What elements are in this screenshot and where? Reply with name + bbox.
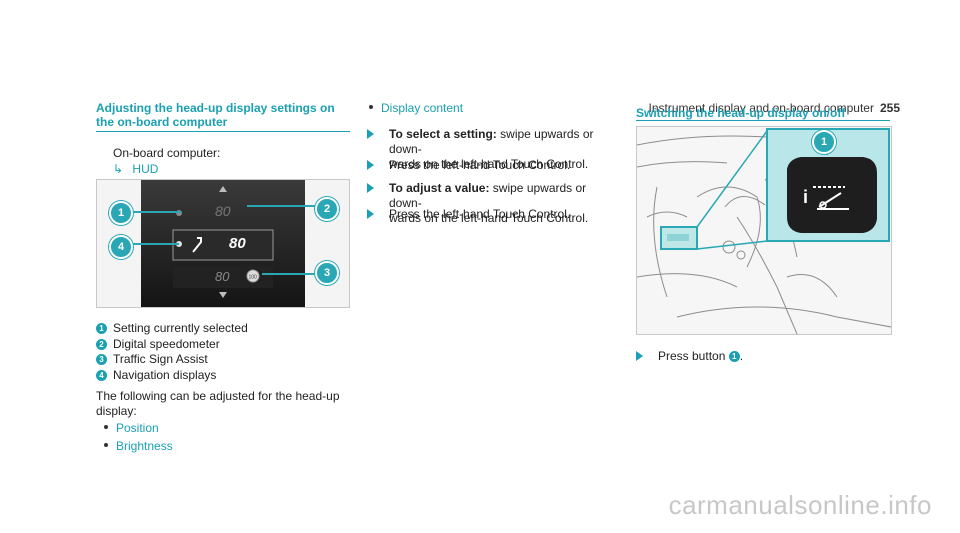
- figure-callout-4: 4: [109, 235, 133, 259]
- callout-4-line: [125, 243, 179, 245]
- legend-num: 2: [96, 339, 107, 350]
- figure-callout-1: 1: [109, 201, 133, 225]
- svg-text:80: 80: [229, 235, 246, 252]
- legend-num: 3: [96, 354, 107, 365]
- option-link-brightness[interactable]: Brightness: [116, 439, 173, 453]
- cockpit-illustration: i: [636, 128, 892, 335]
- legend-num: 1: [96, 323, 107, 334]
- left-section-title: Adjusting the head-up display settings o…: [96, 101, 335, 129]
- page-header: Instrument display and on-board computer…: [649, 101, 901, 115]
- right-title-rule: [636, 120, 890, 121]
- hud-settings-figure: 80 80 80 100 1 2 3 4: [96, 179, 350, 308]
- page-number: 255: [879, 101, 900, 115]
- svg-text:80: 80: [215, 269, 230, 284]
- hud-switch-figure: i 1: [636, 126, 892, 335]
- step-arrow-icon: [636, 351, 643, 361]
- following-text: The following can be adjusted for the he…: [96, 389, 340, 418]
- figure-callout-1: 1: [812, 130, 836, 154]
- step-arrow-icon: [367, 129, 374, 139]
- svg-text:100: 100: [249, 275, 258, 281]
- left-title-rule: [96, 131, 350, 132]
- bullet-icon: [369, 105, 373, 109]
- legend-num: 4: [96, 370, 107, 381]
- step-arrow-icon: [367, 183, 374, 193]
- step-arrow-icon: [367, 209, 374, 219]
- step-arrow-icon: [367, 160, 374, 170]
- menu-path[interactable]: ↳ HUD: [113, 162, 158, 177]
- menu-path-arrow-icon: ↳: [113, 162, 124, 176]
- option-link-position[interactable]: Position: [116, 421, 159, 435]
- svg-text:i: i: [803, 187, 808, 207]
- instruction-step: To adjust a value: swipe upwards or down…: [367, 181, 617, 226]
- right-section-title: Switching the head-up display on/off: [636, 106, 846, 120]
- button-ref-num: 1: [728, 351, 740, 362]
- watermark-text: carmanualsonline.info: [668, 490, 932, 520]
- bullet-icon: [104, 443, 108, 447]
- hud-settings-illustration: 80 80 80 100: [141, 180, 305, 307]
- option-link-display-content[interactable]: Display content: [381, 101, 464, 115]
- callout-3-line: [262, 273, 324, 275]
- instruction-step: Press button 1.: [636, 349, 886, 364]
- callout-2-line: [247, 205, 329, 207]
- svg-text:80: 80: [215, 203, 231, 219]
- instruction-step: Press the left-hand Touch Control.: [367, 158, 617, 173]
- menu-path-hud-link[interactable]: HUD: [132, 162, 159, 176]
- option-item[interactable]: Brightness: [104, 439, 173, 454]
- callout-1-line: [125, 211, 181, 213]
- section-name: Instrument display and on-board computer: [648, 101, 874, 115]
- figure-callout-2: 2: [315, 197, 339, 221]
- instruction-step: Press the left-hand Touch Control.: [367, 207, 617, 222]
- bullet-icon: [104, 425, 108, 429]
- instruction-step: To select a setting: swipe upwards or do…: [367, 127, 617, 172]
- menu-intro: On-board computer:: [113, 146, 221, 160]
- option-item[interactable]: Position: [104, 421, 159, 436]
- option-item[interactable]: Display content: [369, 101, 463, 116]
- figure-callout-3: 3: [315, 261, 339, 285]
